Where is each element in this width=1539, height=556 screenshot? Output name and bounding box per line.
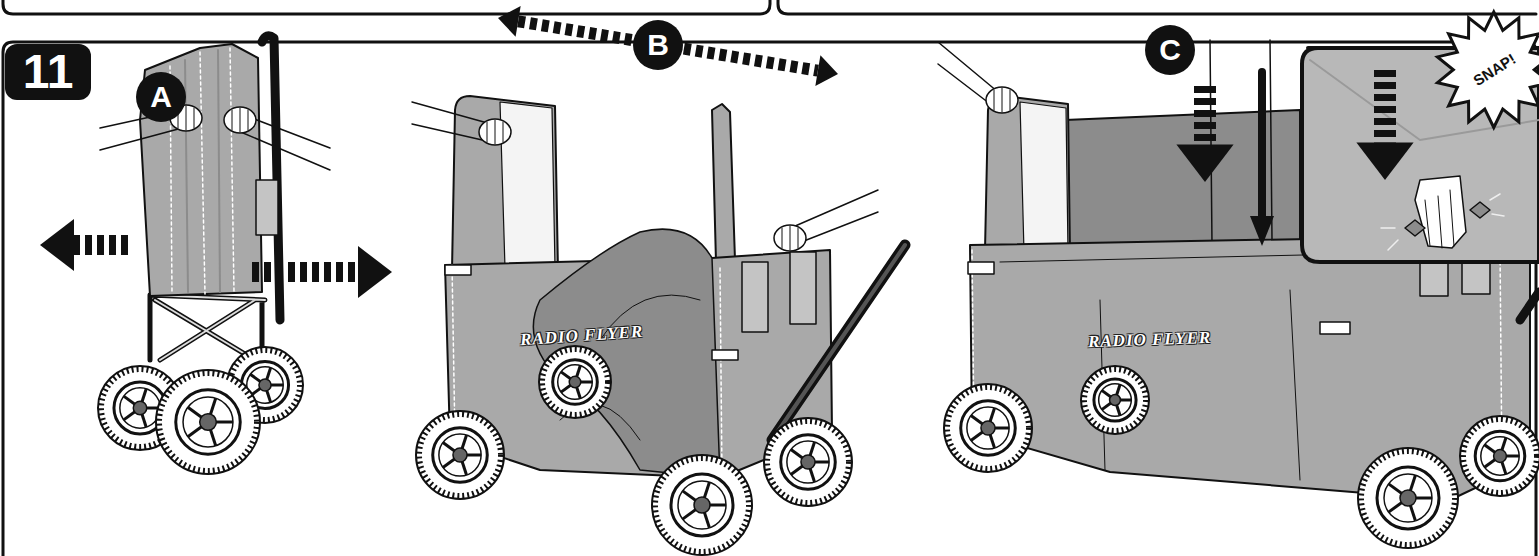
padded-insert xyxy=(1020,102,1068,252)
wheel xyxy=(156,370,260,474)
pocket xyxy=(742,252,816,332)
arrowhead xyxy=(40,219,74,271)
panel-frame xyxy=(778,0,1536,14)
letter-badge xyxy=(1145,25,1195,75)
letter-badge xyxy=(633,20,683,70)
slack-fabric xyxy=(533,229,720,478)
wheel xyxy=(416,411,504,499)
arrowhead xyxy=(498,6,521,37)
finger-lines xyxy=(232,108,248,132)
arrowhead xyxy=(358,246,392,298)
motion-arrow xyxy=(1194,86,1216,145)
step-number: 11 xyxy=(5,44,91,100)
letter-text: B xyxy=(647,30,669,60)
hand xyxy=(986,87,1018,113)
handle xyxy=(1520,292,1539,320)
snap-button xyxy=(1405,202,1490,236)
finger-lines xyxy=(487,120,503,144)
leg-outline xyxy=(1210,40,1272,245)
letter-badge xyxy=(136,72,186,122)
arrowhead xyxy=(1250,216,1274,246)
finger-lines xyxy=(782,226,798,250)
starburst xyxy=(1438,12,1539,128)
wheel xyxy=(539,346,611,418)
arrowhead xyxy=(815,55,838,86)
panel-frame xyxy=(3,0,770,14)
substep-letter: A xyxy=(136,72,186,122)
folded-fabric xyxy=(140,44,262,296)
wheel xyxy=(1460,416,1539,496)
fold-line xyxy=(185,50,220,292)
arrowhead xyxy=(1176,145,1233,182)
snap-starburst: SNAP! xyxy=(1436,12,1539,128)
hand xyxy=(1415,176,1466,248)
pocket xyxy=(256,180,278,235)
substep-letter: C xyxy=(1145,25,1195,75)
side-panel xyxy=(452,96,558,272)
handle xyxy=(772,245,905,440)
press-arrow xyxy=(1258,72,1266,218)
finger-lines xyxy=(994,88,1010,112)
motion-arrow xyxy=(74,235,128,255)
motion-arrow xyxy=(252,262,358,282)
step-number-text: 11 xyxy=(23,48,74,96)
wheel xyxy=(944,384,1032,472)
hand xyxy=(224,107,256,133)
side-panel xyxy=(985,96,1070,255)
finger-lines xyxy=(1425,190,1454,248)
letter-text: A xyxy=(150,82,172,112)
handle xyxy=(772,245,905,440)
strap xyxy=(968,262,1350,334)
wheel xyxy=(1358,448,1458,548)
motion-arrow xyxy=(1374,70,1396,143)
wheel xyxy=(764,418,852,506)
wheel xyxy=(652,455,752,555)
side-panel xyxy=(712,104,735,262)
strap xyxy=(445,265,738,360)
letter-text: C xyxy=(1159,35,1181,65)
hand xyxy=(774,225,806,251)
arrowhead xyxy=(1356,143,1413,180)
hand xyxy=(479,119,511,145)
substep-letter: B xyxy=(633,20,683,70)
brand-logo: RADIO FLYER xyxy=(519,322,643,351)
snap-lines xyxy=(1381,194,1504,250)
wheel xyxy=(1081,366,1149,434)
step-badge xyxy=(5,44,91,100)
brand-logo: RADIO FLYER xyxy=(1088,328,1212,352)
